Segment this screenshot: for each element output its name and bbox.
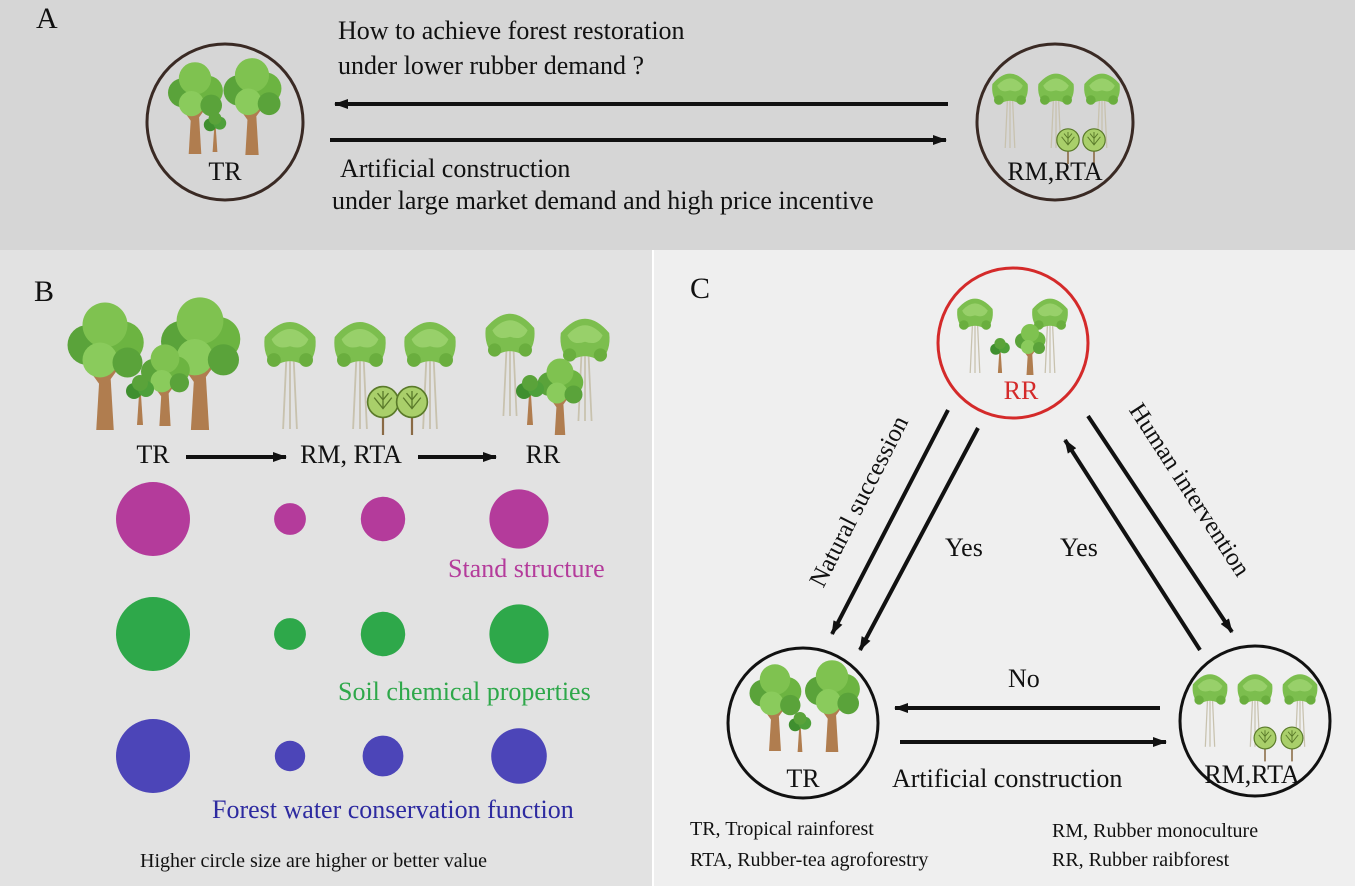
indicator-circle-soil-chemical-4 [489, 604, 549, 664]
arrow-human-intervention [1086, 414, 1234, 634]
panel-a-question-line1: How to achieve forest restoration [338, 16, 685, 45]
indicator-circle-water-conservation-3 [362, 735, 404, 777]
label-yes-right: Yes [1060, 533, 1098, 562]
indicator-circle-stand-structure-3 [360, 496, 406, 542]
indicator-circle-stand-structure-1 [116, 482, 190, 556]
panel-c [654, 250, 1355, 886]
panel-c-rr-node [936, 266, 1090, 420]
panel-c-tr-label: TR [786, 764, 820, 793]
indicator-circle-soil-chemical-3 [360, 611, 406, 657]
panel-b-tr-trees [68, 297, 241, 430]
indicator-circle-water-conservation-2 [274, 740, 306, 772]
label-human-intervention: Human intervention [1123, 398, 1255, 581]
label-artificial-construction: Artificial construction [892, 764, 1123, 793]
panel-b-rr-trees [484, 312, 611, 437]
legend-rta: RTA, Rubber-tea agroforestry [690, 849, 929, 871]
panel-a-question-line2: under lower rubber demand ? [338, 51, 645, 80]
indicator-circle-soil-chemical-1 [116, 597, 190, 671]
indicator-label-soil-chemical: Soil chemical properties [338, 677, 591, 706]
indicator-circle-water-conservation-1 [116, 719, 190, 793]
indicator-circle-stand-structure-4 [489, 489, 549, 549]
panel-a-construction-line1: Artificial construction [340, 154, 571, 183]
panel-divider [652, 250, 654, 886]
label-no: No [1008, 664, 1040, 693]
arrow-rm-to-rr-yes [1063, 438, 1202, 652]
arrow-rr-to-tr-yes [858, 427, 980, 651]
label-natural-succession: Natural succession [805, 411, 915, 591]
panel-c-rm-rta-label: RM,RTA [1204, 760, 1300, 789]
panel-b-stage-tr: TR [136, 440, 170, 469]
panel-c-rm-rta-node [1178, 644, 1332, 798]
panel-a-rm-rta-node [975, 42, 1135, 202]
panel-a-rm-rta-label: RM,RTA [1007, 157, 1103, 186]
indicator-circle-soil-chemical-2 [274, 618, 306, 650]
panel-a-letter: A [36, 2, 58, 35]
arrow-natural-succession [830, 409, 950, 635]
legend-rr: RR, Rubber raibforest [1052, 849, 1230, 871]
legend-rm: RM, Rubber monoculture [1052, 820, 1259, 842]
panel-a-construction-line2: under large market demand and high price… [332, 186, 874, 215]
panel-c-tr-node [726, 646, 880, 800]
panel-c-letter: C [690, 272, 711, 305]
panel-b-stage-rm-rta: RM, RTA [300, 440, 402, 469]
panel-b-stage-rr: RR [525, 440, 561, 469]
panel-b-rm-rta-trees [263, 321, 457, 437]
indicator-label-water-conservation: Forest water conservation function [212, 795, 574, 824]
panel-b-letter: B [34, 275, 55, 308]
panel-a-tr-node [145, 42, 305, 202]
panel-a-tr-label: TR [208, 157, 242, 186]
indicator-circle-stand-structure-2 [274, 503, 306, 535]
indicator-circles [116, 482, 549, 793]
legend-tr: TR, Tropical rainforest [690, 818, 874, 840]
panel-b-note: Higher circle size are higher or better … [140, 850, 488, 872]
indicator-label-stand-structure: Stand structure [448, 554, 605, 583]
label-yes-left: Yes [945, 533, 983, 562]
indicator-circle-water-conservation-4 [491, 728, 547, 784]
panel-c-rr-label: RR [1003, 376, 1039, 405]
